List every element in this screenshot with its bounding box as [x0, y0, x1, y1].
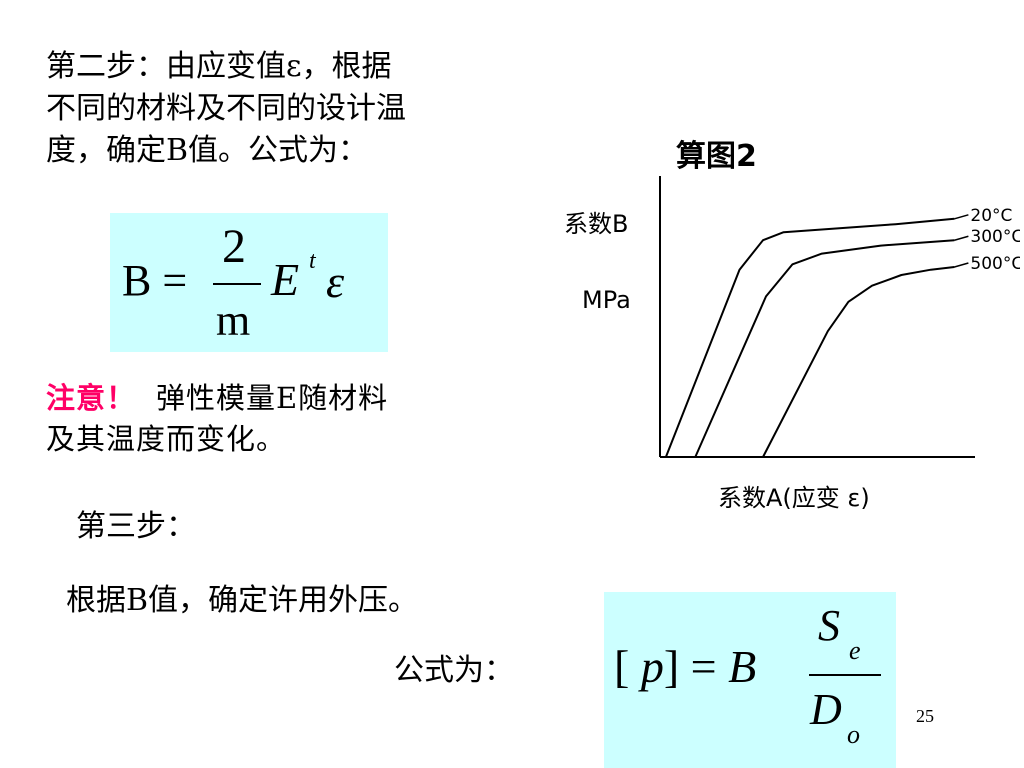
series-line-0 [664, 217, 955, 458]
formula-b-modulus: E [271, 254, 300, 305]
note-line-1: 注意！ 弹性模量E随材料 [46, 378, 388, 419]
formula-pressure-numerator: S [818, 601, 840, 650]
chart-title: 算图2 [676, 139, 757, 174]
series-label-leader-1 [954, 235, 969, 241]
formula-b-superscript: t [309, 248, 316, 274]
series-label-0: 20°C [970, 206, 1012, 226]
series-layer [664, 217, 955, 458]
step2-line-1: 第二步：由应变值ε，根据 [46, 49, 392, 84]
step2-line-3: 度，确定B值。公式为： [46, 133, 369, 168]
note-text-1: 弹性模量E随材料 [156, 381, 389, 415]
pressure-symbol: p [640, 641, 664, 692]
bracket-open: [ [614, 641, 630, 692]
formula-pressure-lhs: [ p] = B [614, 640, 756, 693]
step3-title: 第三步： [76, 509, 196, 544]
formula-pressure-denominator: D [810, 685, 842, 734]
formula-b-lhs: B = [122, 256, 188, 305]
page-number: 25 [916, 706, 934, 726]
note-paragraph: 注意！ 弹性模量E随材料 及其温度而变化。 [46, 378, 388, 460]
series-line-2 [762, 266, 955, 458]
fraction-bar [809, 674, 881, 676]
series-label-2: 500°C [970, 254, 1020, 274]
step2-line-2: 不同的材料及不同的设计温 [46, 91, 406, 126]
fraction-bar [213, 283, 261, 285]
denominator-subscript: o [847, 720, 860, 749]
formula-b-numerator: 2 [222, 220, 246, 273]
series-label-1: 300°C [970, 227, 1020, 247]
formula-b-box: B = 2 m E t ε [110, 213, 388, 352]
formula-b-strain: ε [326, 256, 345, 307]
step3-description: 根据B值，确定许用外压。 [66, 583, 419, 618]
formula-b-denominator: m [216, 296, 251, 345]
series-label-leader-2 [954, 262, 969, 268]
chart-xlabel: 系数A(应变 ε) [718, 484, 870, 512]
chart-ylabel-2: MPa [582, 286, 631, 314]
note-text-2: 及其温度而变化。 [46, 422, 287, 456]
b-symbol: B [728, 641, 757, 692]
series-label-leader-0 [954, 214, 969, 220]
step2-paragraph: 第二步：由应变值ε，根据 不同的材料及不同的设计温 度，确定B值。公式为： [46, 46, 406, 172]
numerator-subscript: e [849, 636, 861, 665]
formula-label: 公式为： [394, 653, 514, 688]
series-line-1 [694, 239, 955, 458]
chart-ylabel-1: 系数B [564, 210, 628, 238]
formula-pressure-box: [ p] = B S e D o [604, 592, 896, 768]
bracket-close-equals: ] = [663, 641, 729, 692]
note-label: 注意！ [46, 381, 137, 415]
